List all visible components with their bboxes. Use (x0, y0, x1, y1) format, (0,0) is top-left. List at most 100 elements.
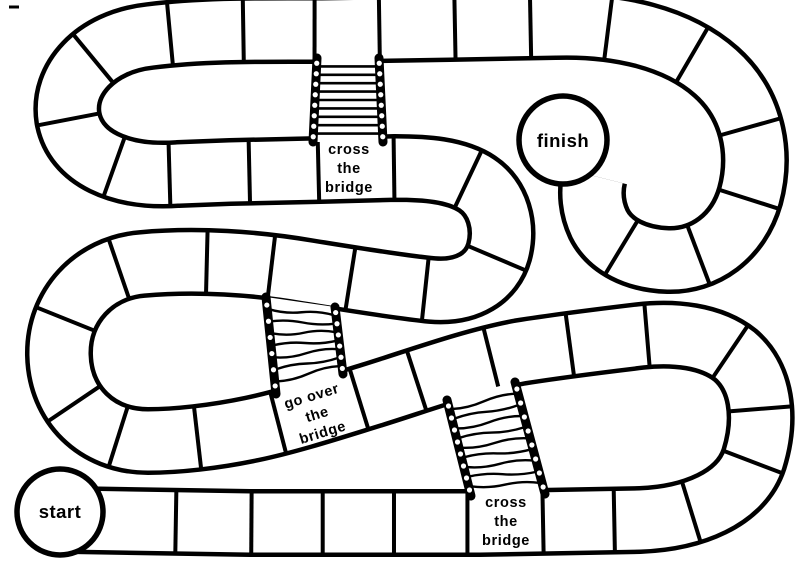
bridge-rail-rivet (451, 427, 458, 433)
bridge-rail-rivet (337, 343, 343, 349)
bridge-label-line: bridge (482, 533, 530, 549)
bridge-rail (261, 292, 281, 399)
space-divider-tick (106, 404, 131, 469)
space-divider-tick (106, 236, 132, 301)
bridge-top-bridge (308, 53, 388, 147)
bridge-rail (330, 302, 348, 379)
space-divider-layer (34, 0, 794, 557)
bridge-rail-rivet (339, 365, 345, 372)
space-divider-tick (268, 390, 289, 456)
space-divider-tick (540, 488, 546, 555)
start-finish-layer (14, 93, 610, 558)
bridge-rail-rivet (521, 414, 527, 420)
bridge-middle-bridge (261, 292, 348, 399)
bridge-rail-rivet (536, 470, 542, 476)
bridge-rail-rivet (376, 60, 382, 66)
bridge-rail-rivet (379, 123, 385, 129)
bridge-rail-rivet (454, 439, 461, 445)
track-layer (9, 0, 795, 557)
space-divider-tick (563, 311, 577, 378)
bridge-rail-rivet (314, 60, 320, 66)
bridge-rail-rivet (270, 367, 277, 373)
track-surface (29, 0, 791, 553)
bridge-rail-rivet (466, 487, 473, 493)
bridge-plank (268, 308, 336, 317)
bridge-plank (270, 329, 338, 336)
bridge-label-line: cross (328, 142, 370, 158)
bridge-rail-rivet (312, 102, 318, 108)
bridge-plank (452, 403, 521, 420)
bridge-rail-rivet (264, 302, 270, 308)
bridge-rail-rivet (463, 475, 470, 481)
space-divider-tick (528, 0, 534, 60)
bridge-plank (467, 470, 539, 478)
bridge-rail-rivet (311, 113, 317, 119)
space-divider-tick (642, 302, 652, 369)
start-label: start (39, 501, 82, 522)
bridge-rail (308, 53, 322, 147)
finish-label: finish (537, 130, 589, 151)
bridge-plank (274, 356, 341, 371)
bridge-plank (469, 480, 541, 489)
bridge-rail-rivet (380, 134, 386, 140)
space-divider-tick (34, 304, 97, 334)
space-divider-tick (343, 245, 358, 312)
space-divider-tick (203, 228, 210, 296)
bridge-rail-rivet (540, 484, 546, 490)
bridge-rail-rivet (460, 463, 467, 469)
bridge-label-bottom: cross the bridge (482, 495, 530, 549)
bridge-label-line: cross (485, 495, 527, 511)
bridge-layer (261, 53, 550, 501)
bridge-rail-rivet (514, 386, 520, 392)
bridge-rail-rivet (313, 71, 319, 77)
bridge-rail-rivet (265, 318, 272, 324)
bridge-rail-rivet (335, 332, 341, 338)
start-space (14, 466, 106, 558)
bridge-rail-rivet (379, 113, 385, 119)
space-divider-tick (716, 187, 782, 212)
space-divider-tick (191, 404, 204, 471)
bridge-rail-rivet (334, 321, 340, 327)
bridge-rail-rivet (310, 134, 316, 140)
space-divider-tick (452, 0, 458, 61)
bridge-rail-rivet (377, 81, 383, 87)
bridge-plank (459, 436, 530, 450)
bridge-bottom-bridge (442, 377, 550, 501)
bridge-plank (464, 459, 536, 469)
bridge-rail-rivet (518, 400, 524, 406)
bridge-label-line: the (494, 514, 518, 530)
bridge-rail-rivet (445, 403, 452, 409)
bridge-rail-rivet (378, 102, 384, 108)
bridge-plank (462, 448, 533, 459)
space-divider-tick (265, 233, 278, 300)
space-divider-tick (721, 448, 785, 476)
space-divider-tick (166, 141, 173, 208)
space-divider-tick (45, 383, 103, 424)
bridge-rail-rivet (313, 81, 319, 87)
space-divider-tick (727, 404, 794, 414)
bridge-plank (457, 425, 527, 440)
space-divider-tick (404, 348, 429, 413)
space-divider-tick (70, 31, 116, 86)
space-divider-tick (679, 479, 703, 544)
bridge-plank (273, 347, 340, 359)
bridge-rail-rivet (448, 415, 455, 421)
space-divider-tick (419, 256, 431, 323)
space-divider-tick (376, 0, 382, 63)
bridge-plank (455, 414, 524, 430)
space-divider-tick (315, 136, 322, 204)
bridge-rail-rivet (378, 92, 384, 98)
space-divider-tick (246, 138, 253, 205)
space-divider-tick (673, 25, 711, 85)
bridge-rail-rivet (333, 309, 339, 316)
bridge-rail (374, 53, 388, 147)
space-divider-tick (481, 325, 502, 391)
bridge-rail-rivet (525, 428, 531, 434)
bridge-label-line: the (337, 161, 361, 177)
space-divider-tick (710, 323, 751, 381)
bridge-plank (275, 364, 342, 383)
bridge-rail-rivet (311, 123, 317, 129)
space-divider-tick (164, 0, 176, 67)
space-divider-tick (240, 0, 246, 64)
